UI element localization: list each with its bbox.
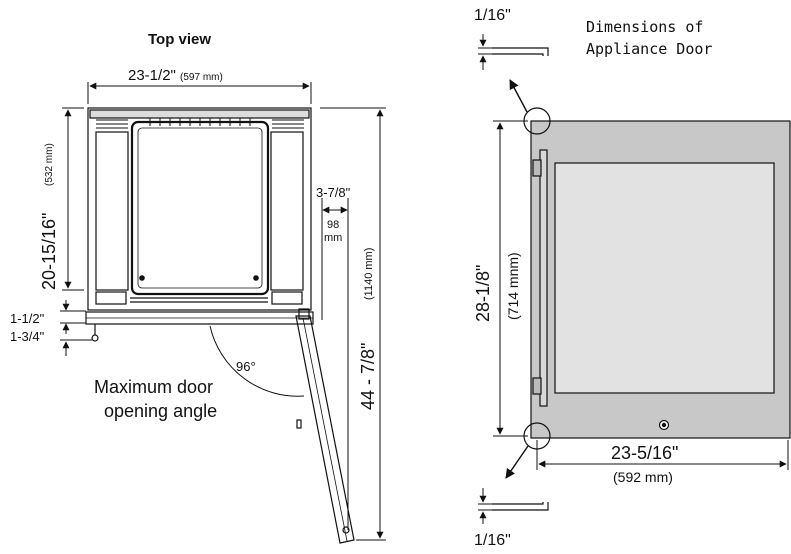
inner-compartment <box>130 120 270 296</box>
door-thickness-in: 1-1/2" <box>10 311 45 326</box>
door-view-dimensions <box>478 34 789 524</box>
door-width-in: 23-5/16" <box>611 443 679 463</box>
top-view-depth-mm: (532 mm) <box>44 143 55 186</box>
top-gap-detail <box>492 47 549 56</box>
rear-vent-strip <box>89 109 310 119</box>
handle-offset-mm-1: 98 <box>327 219 340 231</box>
bottom-gap-detail <box>492 502 549 511</box>
door-view-title-2: Appliance Door <box>586 40 713 58</box>
handle-offset-mm-2: mm <box>324 232 343 244</box>
top-view-width-in: 23-1/2" <box>128 67 176 84</box>
opening-angle-arc <box>209 325 305 397</box>
total-depth-mm: (1140 mm) <box>363 247 375 300</box>
opened-door <box>295 308 355 544</box>
bottom-gap-label: 1/16" <box>474 532 511 549</box>
left-hinge <box>95 291 127 305</box>
opening-angle-label: 96° <box>236 359 256 374</box>
right-hinge <box>271 291 303 305</box>
top-view-dimensions <box>60 82 386 541</box>
total-depth-in: 44 - 7/8" <box>358 342 378 410</box>
left-side-column <box>95 131 129 291</box>
top-view-width-label: 23-1/2" (597 mm) <box>128 68 223 83</box>
opening-caption-line-2: opening angle <box>104 401 218 421</box>
opening-caption-line-1: Maximum door <box>94 377 214 397</box>
door-view-title-1: Dimensions of <box>586 18 704 36</box>
door-front-in: 1-3/4" <box>10 329 45 344</box>
top-view-title: Top view <box>148 31 212 48</box>
top-gap-label: 1/16" <box>474 7 511 24</box>
handle-offset-in: 3-7/8" <box>316 185 351 200</box>
door-height-in: 28-1/8" <box>473 264 493 322</box>
door-height-mm: (714 mnm) <box>505 252 521 320</box>
door-glass <box>554 162 775 394</box>
door-width-mm: (592 mm) <box>613 469 673 485</box>
door-view-drawing <box>523 107 791 450</box>
vent-slots <box>96 119 304 129</box>
top-view-drawing <box>85 107 355 544</box>
top-view-width-mm: (597 mm) <box>180 72 223 83</box>
cabinet-outline <box>87 107 312 311</box>
door-handle-bar <box>539 149 548 407</box>
top-view-depth-in: 20-15/16" <box>39 212 59 290</box>
grille-teeth <box>149 118 251 126</box>
right-side-column <box>270 131 304 291</box>
